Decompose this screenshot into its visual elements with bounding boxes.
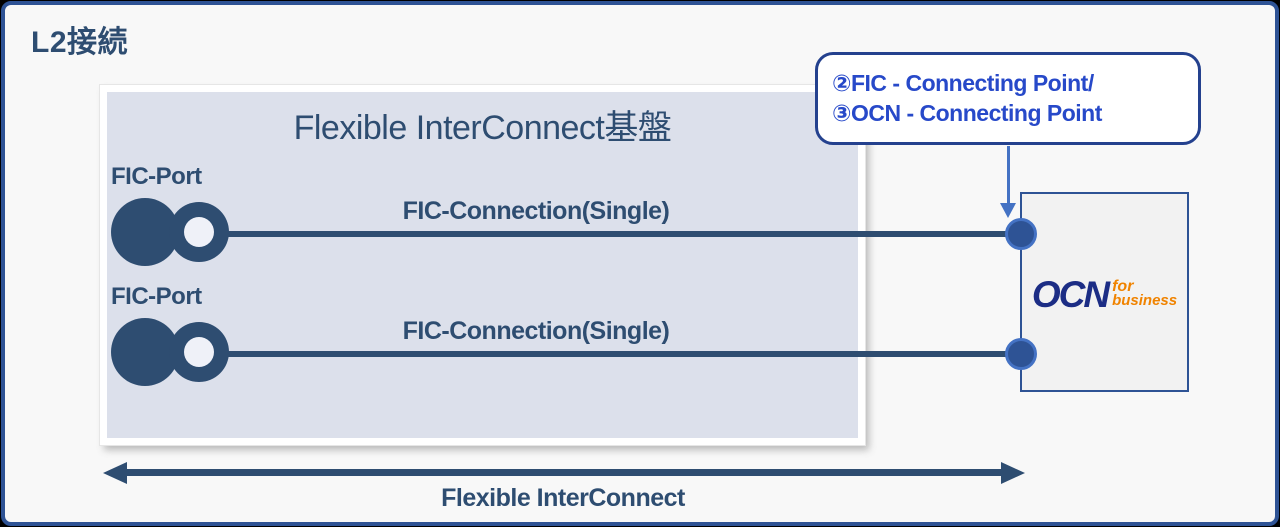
ocn-sub-text: for business bbox=[1112, 278, 1178, 310]
callout-line-1: ②FIC - Connecting Point/ bbox=[832, 69, 1094, 96]
fic-platform-box: Flexible InterConnect基盤 bbox=[99, 84, 866, 446]
fic-connection-line-1 bbox=[227, 231, 1009, 237]
ocn-sub-bottom: business bbox=[1112, 292, 1178, 310]
connecting-point-icon-1 bbox=[1005, 218, 1037, 250]
span-label: Flexible InterConnect bbox=[441, 484, 685, 512]
ocn-sub-top: for bbox=[1112, 278, 1134, 296]
ocn-brand-text: OCN bbox=[1031, 273, 1110, 315]
callout-box: ②FIC - Connecting Point/ ③OCN - Connecti… bbox=[815, 52, 1201, 145]
fic-port-label-2: FIC-Port bbox=[111, 283, 202, 310]
fic-platform-title: Flexible InterConnect基盤 bbox=[293, 109, 672, 147]
connecting-point-icon-2 bbox=[1005, 338, 1037, 370]
span-arrow-right-head-icon bbox=[1001, 461, 1025, 484]
callout-pointer-line bbox=[1007, 146, 1010, 204]
down-arrow-icon bbox=[1000, 203, 1016, 218]
fic-connection-line-2 bbox=[227, 351, 1009, 357]
fic-port-label-1: FIC-Port bbox=[111, 163, 202, 190]
callout-line-2: ③OCN - Connecting Point bbox=[832, 99, 1102, 126]
fic-connection-label-1: FIC-Connection(Single) bbox=[402, 197, 670, 225]
fic-connection-label-2: FIC-Connection(Single) bbox=[402, 317, 670, 345]
page-title: L2接続 bbox=[31, 26, 129, 59]
ocn-box: OCN for business bbox=[1020, 192, 1189, 392]
ocn-logo: OCN for business bbox=[1032, 276, 1177, 313]
span-arrow-left-head-icon bbox=[103, 461, 127, 484]
span-double-arrow-line bbox=[123, 469, 1005, 476]
fic-port-icon-2 bbox=[111, 318, 229, 386]
fic-port-icon-1 bbox=[111, 198, 229, 266]
